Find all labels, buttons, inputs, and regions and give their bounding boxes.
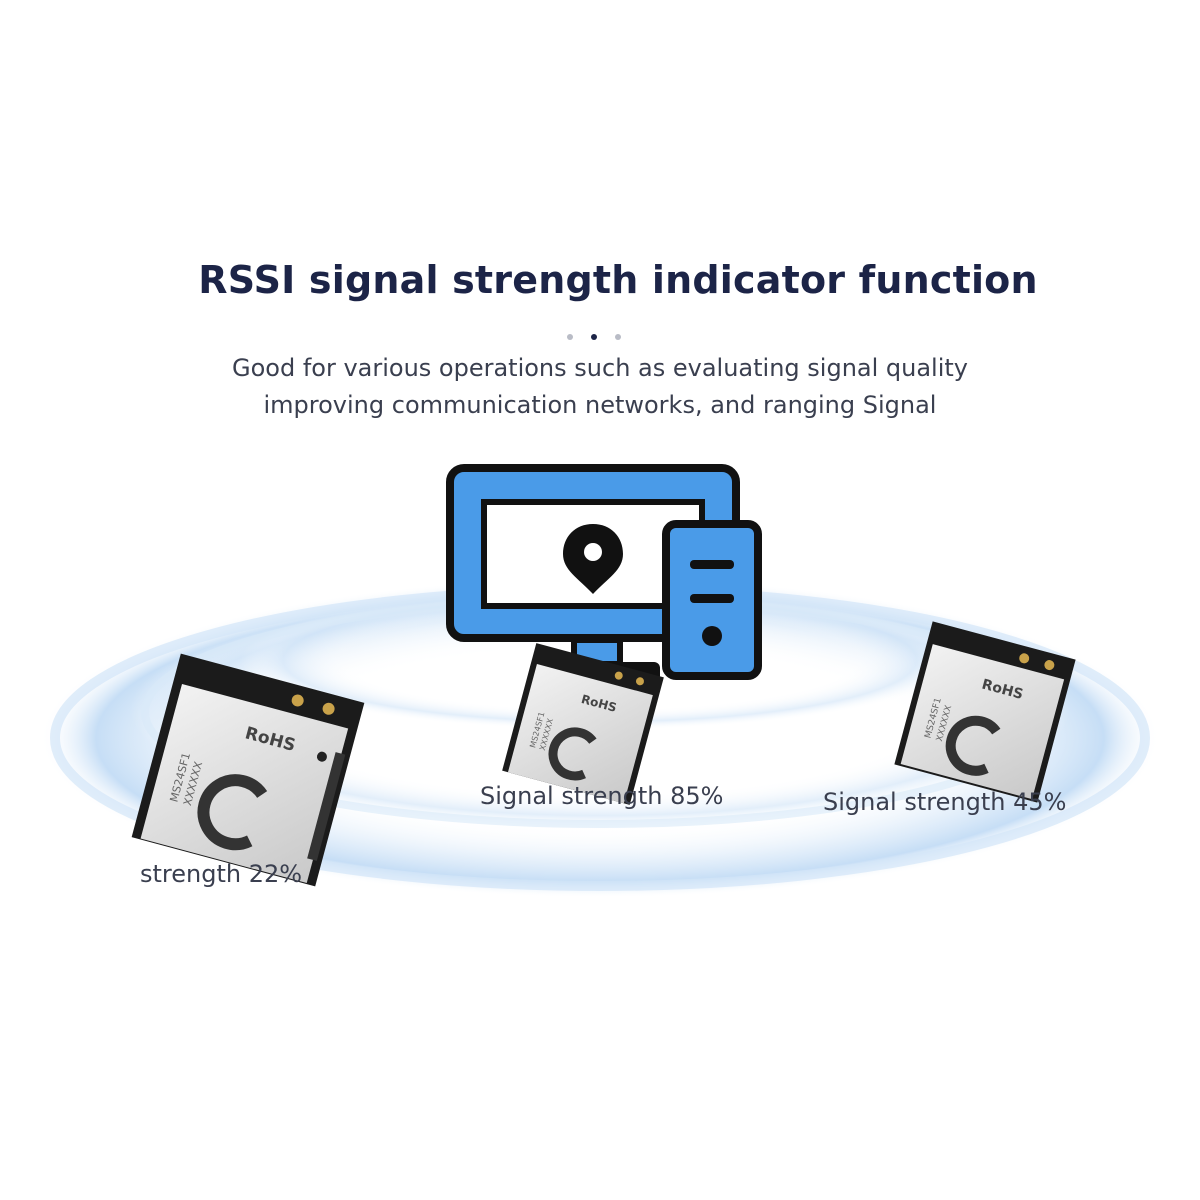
signal-strength-label-center: Signal strength 85% bbox=[480, 782, 724, 810]
subtitle-line-2: improving communication networks, and ra… bbox=[263, 391, 937, 419]
pagination-dot-active[interactable] bbox=[591, 334, 597, 340]
wireless-module-icon: RoHS MS24SF1 XXXXXX bbox=[131, 653, 365, 887]
signal-strength-label-right: Signal strength 45% bbox=[823, 788, 1067, 816]
subtitle-line-1: Good for various operations such as eval… bbox=[231, 354, 969, 382]
pagination-dots bbox=[0, 334, 1188, 342]
pagination-dot[interactable] bbox=[615, 334, 621, 340]
wireless-module-icon: RoHS MS24SF1 XXXXXX bbox=[502, 643, 664, 805]
pagination-dot[interactable] bbox=[567, 334, 573, 340]
signal-strength-label-left: strength 22% bbox=[140, 860, 303, 888]
tower-pc-icon bbox=[662, 520, 762, 680]
subtitle: Good for various operations such as eval… bbox=[0, 350, 1200, 424]
wireless-module-icon: RoHS MS24SF1 XXXXXX bbox=[894, 621, 1076, 803]
page-title: RSSI signal strength indicator function bbox=[198, 258, 1038, 302]
location-pin-icon bbox=[563, 524, 623, 594]
